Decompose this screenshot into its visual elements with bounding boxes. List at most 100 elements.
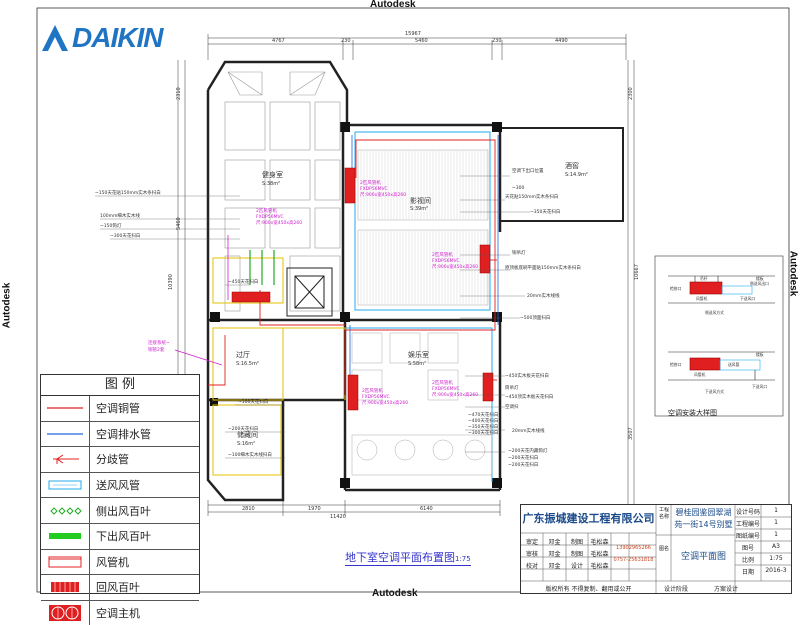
anno-right-14: ~400天花扫白 <box>468 417 498 424</box>
unit-3-size: 尺:900x宽450x高260 <box>256 219 302 226</box>
wine-cellar-outline <box>499 127 624 222</box>
detail-bottom-sub: 下送风方式 <box>705 389 724 394</box>
role-3-name: 邓金 <box>548 563 561 570</box>
anno-right-10: 筒吊灯 <box>505 384 519 391</box>
ceiling-yellow-lines <box>212 257 346 476</box>
detail-top-sub: 侧送风方式 <box>705 310 724 315</box>
legend-label: 风管机 <box>96 555 129 569</box>
caption-text: 地下室空调平面布置图 <box>345 551 455 564</box>
detail-labels: 楼板 吊杆 风管机 下送风口 侧送风出口 检修口 侧送风方式 楼板 风管机 送风… <box>670 276 769 394</box>
elevator-core <box>286 267 333 317</box>
drawing-label: 图名 <box>658 546 669 552</box>
room-area-storage: S:16m² <box>237 441 255 447</box>
room-name-gym: 健身室 <box>262 170 283 179</box>
detail-bottom-drawing <box>668 351 775 381</box>
anno-left-5: ~450天花扫白 <box>228 278 258 285</box>
role-3-b-name: 毛松森 <box>590 563 609 570</box>
return-louver-icon <box>51 582 79 593</box>
anno-right-13: ~470天花扫白 <box>468 411 498 418</box>
anno-right-17: 20mm实木线线 <box>512 427 545 434</box>
branch-note: 连接系统~ 铜管2套 <box>148 339 170 353</box>
caption-scale: 1:75 <box>455 555 471 563</box>
anno-left-6: ~100天花扫白 <box>238 398 268 405</box>
dim-top-5: 4490 <box>555 38 568 44</box>
dim-top-3: 5460 <box>415 38 428 44</box>
unit-5-sub: FXDP56MVC <box>432 386 460 392</box>
role-1-b-name: 毛松森 <box>590 539 609 546</box>
legend-title: 图 例 <box>41 375 199 396</box>
dim-left-1: 2310 <box>176 87 182 100</box>
legend-row: 分歧管 <box>41 447 199 473</box>
right-label-5: 比例 <box>741 557 754 564</box>
anno-left-4: ~300天花扫白 <box>110 232 140 239</box>
right-dimensions <box>627 60 635 505</box>
dim-right-2: 10667 <box>634 264 640 280</box>
anno-left-3: ~150筒灯 <box>100 222 122 229</box>
project-name-line2: 苑一街14号别墅 <box>674 520 733 529</box>
detail-bottom-label-5: 检修口 <box>670 362 682 367</box>
anno-right-9: ~450实木板天花扫白 <box>505 372 549 379</box>
legend-label: 下出风百叶 <box>96 530 151 544</box>
title-block: 广东振城建设工程有限公司 工程名称 碧桂园鉴园翠湖 苑一街14号别墅 图名 空调… <box>520 504 792 594</box>
right-value-1: 1 <box>774 507 778 514</box>
supply-duct-lines <box>345 131 493 482</box>
copper-pipe-icon <box>47 407 83 409</box>
detail-top-label-4: 下送风口 <box>740 296 755 301</box>
theater-ceiling <box>357 149 489 306</box>
role-3: 校对 <box>525 563 538 570</box>
right-label-2: 工程编号 <box>735 521 760 528</box>
anno-right-7: 20mm实木线线 <box>527 292 560 299</box>
unit-1-size: 尺:900x宽450x高260 <box>360 191 406 198</box>
dim-bottom-total: 11420 <box>330 514 346 520</box>
role-2-b-name: 毛松森 <box>590 551 609 558</box>
copyright-note: 版权所有 不得复制、翻用或公开 <box>545 586 632 593</box>
unit-1-sub: FXDP56MVC <box>360 186 388 192</box>
legend-row: 空调铜管 <box>41 396 199 422</box>
outdoor-unit-icon <box>49 605 81 622</box>
role-1: 审定 <box>525 539 538 546</box>
room-name-theater: 影视间 <box>410 196 431 205</box>
leader-lines <box>95 175 530 459</box>
room-name-entertainment: 娱乐室 <box>408 350 429 359</box>
room-area-wine: S:14.9m² <box>565 172 588 178</box>
role-2-b: 制图 <box>570 551 583 558</box>
unit-2-size: 尺:900x宽450x高260 <box>432 263 478 270</box>
anno-right-6: 原顶板底刷平面贴150mm实木条扫白 <box>505 264 581 271</box>
room-area-hall: S:16.5m² <box>236 361 259 367</box>
role-1-b: 制图 <box>570 539 583 546</box>
project-label: 工程名称 <box>658 507 669 520</box>
anno-left-2: 100mm细木实木线 <box>100 212 140 219</box>
unit-4-sub: FXDP56MVC <box>362 394 390 400</box>
dim-left-total: 10390 <box>168 274 174 290</box>
dim-bottom-1: 2810 <box>242 506 255 512</box>
detail-top-label-1: 楼板 <box>756 276 764 281</box>
legend-row: 下出风百叶 <box>41 523 199 550</box>
role-1-name: 邓金 <box>548 539 561 546</box>
indoor-unit-blocks <box>231 167 494 411</box>
legend-label: 空调排水管 <box>96 427 151 441</box>
legend-label: 分歧管 <box>96 453 129 467</box>
anno-right-11: ~450顶实木板天花扫白 <box>505 393 553 400</box>
detail-box <box>654 255 784 417</box>
branch-pipe-icon <box>53 455 79 465</box>
dim-bottom-2: 1970 <box>308 506 321 512</box>
dim-bottom-3: 6140 <box>420 506 433 512</box>
unit-4-model: 2匹风管机 <box>362 387 383 394</box>
right-label-3: 图纸编号 <box>735 533 760 540</box>
anno-right-20: ~200天花扫白 <box>508 461 538 468</box>
branch-note-2: 铜管2套 <box>148 346 165 353</box>
anno-right-19: ~200天花扫白 <box>508 454 538 461</box>
daikin-logo: DAIKIN <box>42 22 163 54</box>
right-label-6: 日期 <box>741 569 754 576</box>
right-value-2: 1 <box>774 519 778 526</box>
room-area-theater: S:39m² <box>410 206 428 212</box>
right-value-6: 2016-3 <box>765 567 787 574</box>
role-2-name: 邓金 <box>548 551 561 558</box>
fan-coil-icon <box>48 556 82 568</box>
top-dimensions <box>207 34 627 60</box>
anno-right-8: ~500顶面扫白 <box>520 314 550 321</box>
detail-top-drawing <box>668 275 775 304</box>
room-area-entertainment: S:58m² <box>408 361 426 367</box>
room-area-gym: S:38m² <box>262 181 280 187</box>
dim-total-width: 15967 <box>405 31 421 37</box>
